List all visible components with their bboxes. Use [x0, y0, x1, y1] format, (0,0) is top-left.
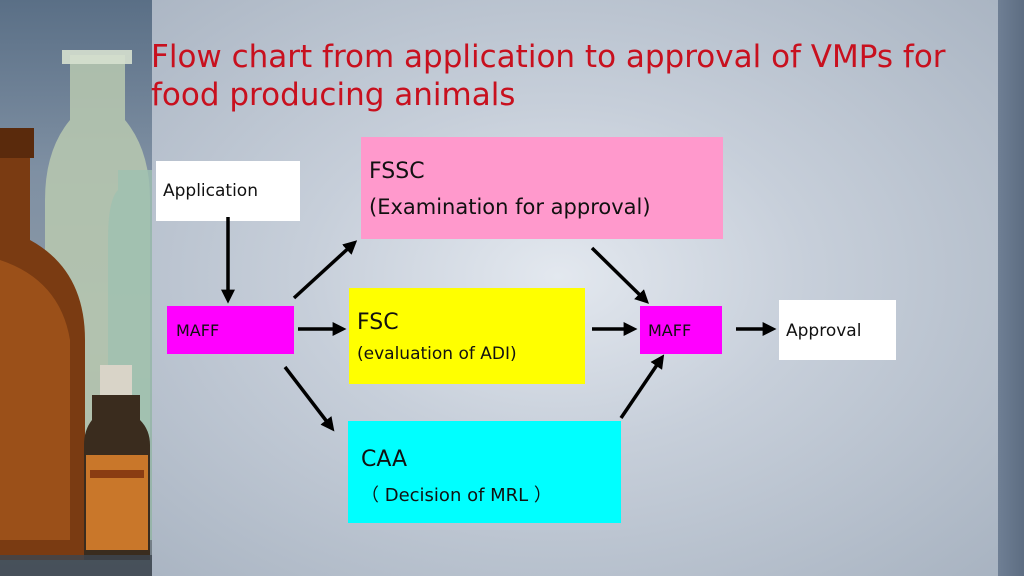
- caa-sublabel: （ Decision of MRL ）: [361, 485, 552, 506]
- caa-box: CAA （ Decision of MRL ）: [348, 421, 621, 523]
- application-box: Application: [156, 161, 300, 221]
- fssc-box: FSSC (Examination for approval): [361, 137, 723, 239]
- application-label: Application: [163, 181, 258, 201]
- fssc-label: FSSC: [369, 159, 425, 184]
- maff-left-label: MAFF: [176, 321, 220, 340]
- slide-title-line-1: Flow chart from application to approval …: [151, 39, 946, 75]
- fssc-sublabel: (Examination for approval): [369, 195, 651, 219]
- fsc-box: FSC (evaluation of ADI): [349, 288, 585, 384]
- slide-title-line-2: food producing animals: [151, 77, 516, 113]
- caa-label: CAA: [361, 447, 408, 472]
- fsc-label: FSC: [357, 310, 399, 335]
- right-border-strip: [998, 0, 1024, 576]
- arrow-fssc-to-maff: [590, 246, 649, 304]
- slide-title: Flow chart from application to approval …: [151, 38, 1001, 114]
- bottles-photo: [0, 0, 152, 576]
- arrow-maff-to-fssc: [292, 240, 358, 300]
- arrow-maff-to-caa: [283, 365, 335, 432]
- bottles-illustration: [0, 50, 152, 576]
- maff-right-label: MAFF: [648, 321, 692, 340]
- arrow-caa-to-maff: [619, 354, 665, 419]
- maff-left-box: MAFF: [167, 306, 294, 354]
- fsc-sublabel: (evaluation of ADI): [357, 344, 517, 364]
- approval-box: Approval: [779, 300, 896, 360]
- maff-right-box: MAFF: [640, 306, 722, 354]
- approval-label: Approval: [786, 321, 862, 341]
